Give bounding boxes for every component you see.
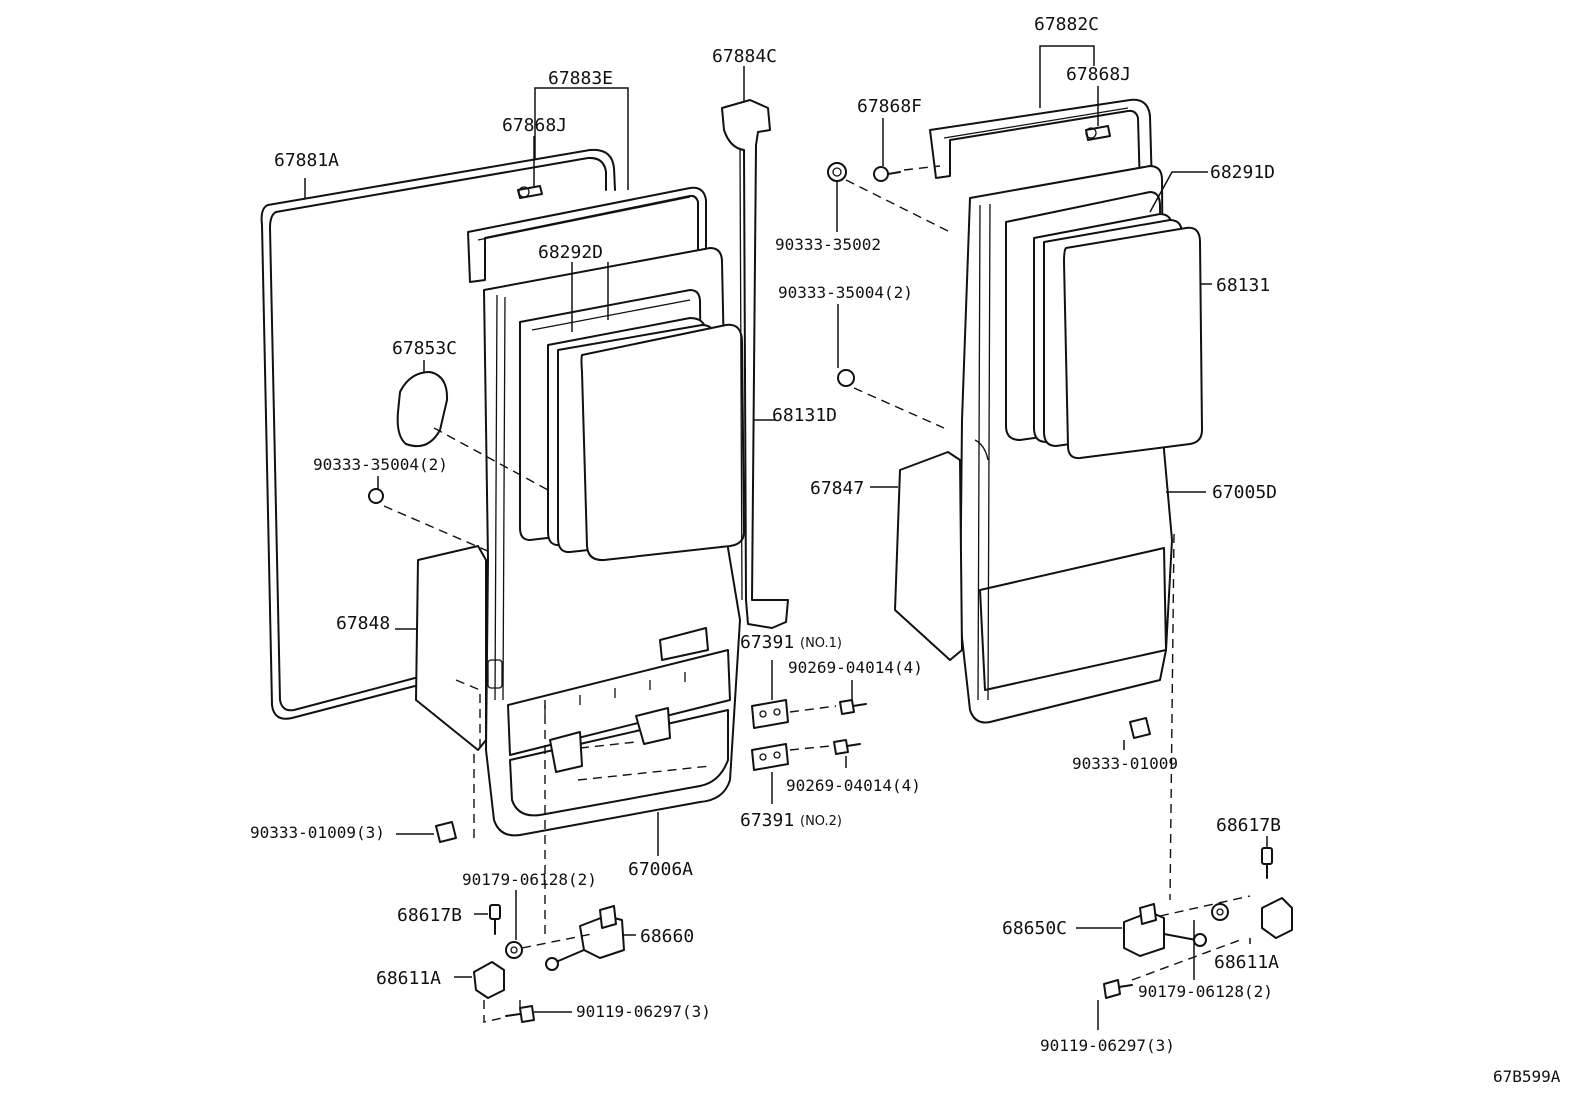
glass-68131: [1063, 226, 1203, 460]
bolt-90269-lower: [833, 739, 861, 755]
bracket-68611A-right: [1261, 897, 1293, 939]
label-67005D: 67005D: [1212, 482, 1277, 503]
label-90333-01009-left: 90333-01009(3): [250, 823, 385, 842]
label-68617B-right: 68617B: [1216, 815, 1281, 836]
label-67868J-right: 67868J: [1066, 64, 1131, 85]
hinge-67391-no2: [751, 743, 789, 771]
clip-67868J-right: [1085, 125, 1111, 141]
label-90179-06128-right: 90179-06128(2): [1138, 982, 1273, 1001]
label-90333-35004-left: 90333-35004(2): [313, 455, 448, 474]
label-67883E: 67883E: [548, 68, 613, 89]
label-68617B-left: 68617B: [397, 905, 462, 926]
label-90119-06297-left: 90119-06297(3): [576, 1002, 711, 1021]
diagram-code: 67B599A: [1493, 1067, 1561, 1086]
label-90333-35004-right: 90333-35004(2): [778, 283, 913, 302]
label-67853C: 67853C: [392, 338, 457, 359]
label-90333-35002: 90333-35002: [775, 235, 881, 254]
label-90333-01009-right: 90333-01009: [1072, 754, 1178, 773]
plug-90333-01009-left: [435, 821, 457, 843]
label-90269-04014-lower: 90269-04014(4): [786, 776, 921, 795]
label-67868F: 67868F: [857, 96, 922, 117]
pin-68617B-left: [489, 904, 501, 935]
assembly-dashed-lines: [383, 165, 1251, 1023]
cover-67848: [415, 545, 487, 751]
plug-90333-01009-right: [1129, 717, 1151, 739]
label-90179-06128-left: 90179-06128(2): [462, 870, 597, 889]
bolt-90269-upper: [839, 699, 867, 715]
label-90119-06297-right: 90119-06297(3): [1040, 1036, 1175, 1055]
leader-lines: [304, 45, 1268, 1030]
bolt-90119-right: [1103, 979, 1133, 999]
label-67881A: 67881A: [274, 150, 339, 171]
label-67391-no2-tag: (NO.2): [800, 814, 842, 829]
hole-cover-67853C: [396, 371, 449, 448]
part-labels: 67882C 67868J 67868F 67884C 67883E 67868…: [250, 14, 1561, 1086]
label-67884C: 67884C: [712, 46, 777, 67]
label-67006A: 67006A: [628, 859, 693, 880]
clip-67868J-left: [517, 185, 543, 199]
label-67847: 67847: [810, 478, 864, 499]
label-68131: 68131: [1216, 275, 1270, 296]
hinge-plate-door-upper: [549, 707, 671, 773]
pin-68617B-right: [1261, 847, 1273, 879]
label-68650C: 68650C: [1002, 918, 1067, 939]
label-90269-04014-upper: 90269-04014(4): [788, 658, 923, 677]
plug-90333-35004-right: [837, 369, 855, 387]
frame-strip-67883E: [467, 186, 707, 283]
label-67391-no2: 67391: [740, 810, 794, 831]
bolt-90119-left: [505, 1005, 535, 1023]
door-check-68660: [545, 905, 625, 971]
label-68131D: 68131D: [772, 405, 837, 426]
bracket-68611A-left: [473, 961, 505, 999]
label-68611A-right: 68611A: [1214, 952, 1279, 973]
plug-90333-35004-left: [368, 488, 384, 504]
label-68292D: 68292D: [538, 242, 603, 263]
hinge-67391-no1: [751, 699, 789, 729]
grommet-90333-35002: [827, 162, 847, 182]
label-68291D: 68291D: [1210, 162, 1275, 183]
label-67391-no1-tag: (NO.1): [800, 636, 842, 651]
label-67848: 67848: [336, 613, 390, 634]
label-67868J-left: 67868J: [502, 115, 567, 136]
label-68611A-left: 68611A: [376, 968, 441, 989]
cover-67847: [894, 451, 963, 661]
weatherstrip-67881A: [260, 148, 616, 720]
clip-67868F: [873, 166, 901, 182]
label-67882C: 67882C: [1034, 14, 1099, 35]
label-68660: 68660: [640, 926, 694, 947]
door-check-68650C: [1123, 903, 1207, 957]
nut-90179-left: [505, 941, 523, 959]
label-67391-no1: 67391: [740, 632, 794, 653]
nut-90179-right: [1211, 903, 1229, 921]
glass-68131D: [580, 323, 745, 562]
division-bar-67884C: [721, 99, 789, 629]
